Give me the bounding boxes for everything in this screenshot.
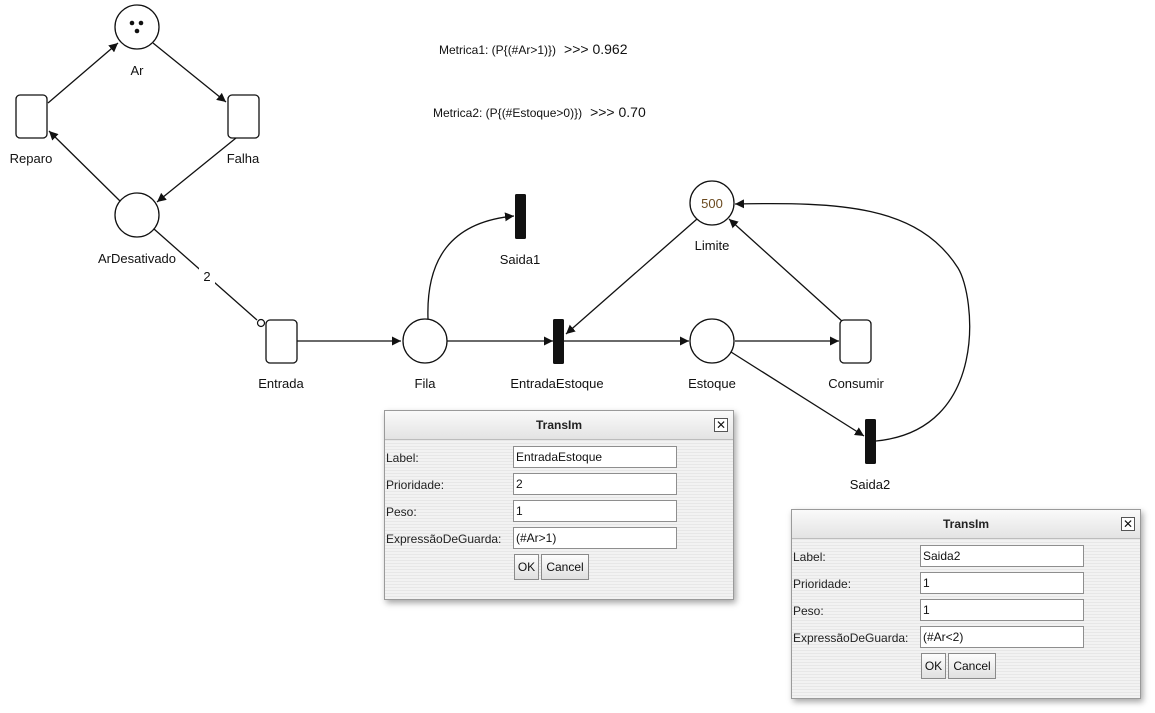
- place-estoque[interactable]: [689, 318, 735, 364]
- arc-reparo-ar: [47, 42, 119, 104]
- label-ar: Ar: [131, 63, 145, 78]
- place-fila[interactable]: [402, 318, 448, 364]
- row-guarda: ExpressãoDeGuarda:: [385, 527, 733, 551]
- place-limite[interactable]: [689, 180, 735, 226]
- row-label: Label:: [792, 545, 1140, 569]
- field-label-label: Label:: [386, 451, 419, 465]
- label-consumir: Consumir: [828, 376, 884, 391]
- guarda-input[interactable]: [920, 626, 1084, 648]
- metric-1: Metrica1: (P{(#Ar>1)}) >>> 0.962: [439, 41, 628, 57]
- row-prioridade: Prioridade:: [792, 572, 1140, 596]
- label-entrada: Entrada: [258, 376, 304, 391]
- cancel-button[interactable]: Cancel: [948, 653, 996, 679]
- transition-falha[interactable]: [227, 94, 260, 139]
- transition-dialog-entradaestoque: TransIm ✕ Label: Prioridade: Peso: Expre…: [384, 410, 734, 600]
- transition-saida2[interactable]: [865, 419, 876, 464]
- field-label-guarda: ExpressãoDeGuarda:: [386, 532, 502, 546]
- field-label-guarda: ExpressãoDeGuarda:: [793, 631, 909, 645]
- dialog-titlebar[interactable]: TransIm ✕: [385, 411, 733, 440]
- metric-2: Metrica2: (P{(#Estoque>0)}) >>> 0.70: [433, 104, 646, 120]
- arc-falha-ardesativado: [156, 137, 237, 203]
- row-guarda: ExpressãoDeGuarda:: [792, 626, 1140, 650]
- peso-input[interactable]: [513, 500, 677, 522]
- row-peso: Peso:: [385, 500, 733, 524]
- dialog-title: TransIm: [535, 418, 583, 432]
- transition-consumir[interactable]: [839, 319, 872, 364]
- ok-button[interactable]: OK: [921, 653, 946, 679]
- row-label: Label:: [385, 446, 733, 470]
- label-input[interactable]: [920, 545, 1084, 567]
- label-fila: Fila: [415, 376, 437, 391]
- prioridade-input[interactable]: [513, 473, 677, 495]
- dialog-titlebar[interactable]: TransIm ✕: [792, 510, 1140, 539]
- label-falha: Falha: [227, 151, 260, 166]
- label-limite: Limite: [695, 238, 730, 253]
- row-prioridade: Prioridade:: [385, 473, 733, 497]
- metric-2-result: >>> 0.70: [590, 104, 646, 120]
- limite-token-count: 500: [701, 196, 723, 211]
- arc-fila-saida1: [427, 212, 515, 320]
- guarda-input[interactable]: [513, 527, 677, 549]
- token-dot: [138, 20, 144, 26]
- field-label-peso: Peso:: [793, 604, 824, 618]
- label-estoque: Estoque: [688, 376, 736, 391]
- prioridade-input[interactable]: [920, 572, 1084, 594]
- transition-reparo[interactable]: [15, 94, 48, 139]
- peso-input[interactable]: [920, 599, 1084, 621]
- field-label-label: Label:: [793, 550, 826, 564]
- metric-1-result: >>> 0.962: [564, 41, 628, 57]
- arc-estoque-saida2: [730, 351, 865, 437]
- close-icon[interactable]: ✕: [714, 418, 728, 432]
- place-ar[interactable]: [114, 4, 160, 50]
- arc-limite-entradaestoque: [565, 218, 698, 335]
- arc-saida2-limite: [734, 199, 971, 442]
- transition-dialog-saida2: TransIm ✕ Label: Prioridade: Peso: Expre…: [791, 509, 1141, 699]
- ok-button[interactable]: OK: [514, 554, 539, 580]
- transition-entradaestoque[interactable]: [553, 319, 564, 364]
- arc-ardesativado-reparo: [48, 130, 121, 202]
- label-input[interactable]: [513, 446, 677, 468]
- place-ardesativado[interactable]: [114, 192, 160, 238]
- transition-entrada[interactable]: [265, 319, 298, 364]
- label-ardesativado: ArDesativado: [98, 251, 176, 266]
- field-label-prioridade: Prioridade:: [386, 478, 445, 492]
- token-dot: [129, 20, 135, 26]
- field-label-peso: Peso:: [386, 505, 417, 519]
- inhibitor-circle: [256, 318, 266, 328]
- label-saida2: Saida2: [850, 477, 890, 492]
- label-reparo: Reparo: [10, 151, 53, 166]
- arc-consumir-limite: [728, 218, 844, 323]
- field-label-prioridade: Prioridade:: [793, 577, 852, 591]
- row-buttons: OK Cancel: [792, 653, 1140, 681]
- transition-saida1[interactable]: [515, 194, 526, 239]
- cancel-button[interactable]: Cancel: [541, 554, 589, 580]
- row-peso: Peso:: [792, 599, 1140, 623]
- row-buttons: OK Cancel: [385, 554, 733, 582]
- arc-weight-label: 2: [203, 269, 210, 284]
- close-icon[interactable]: ✕: [1121, 517, 1135, 531]
- label-saida1: Saida1: [500, 252, 540, 267]
- token-dot: [134, 28, 140, 34]
- arc-ar-falha: [152, 42, 227, 103]
- dialog-title: TransIm: [942, 517, 990, 531]
- metric-2-expression: Metrica2: (P{(#Estoque>0)}): [433, 106, 583, 120]
- label-entradaestoque: EntradaEstoque: [510, 376, 603, 391]
- metric-1-expression: Metrica1: (P{(#Ar>1)}): [439, 43, 557, 57]
